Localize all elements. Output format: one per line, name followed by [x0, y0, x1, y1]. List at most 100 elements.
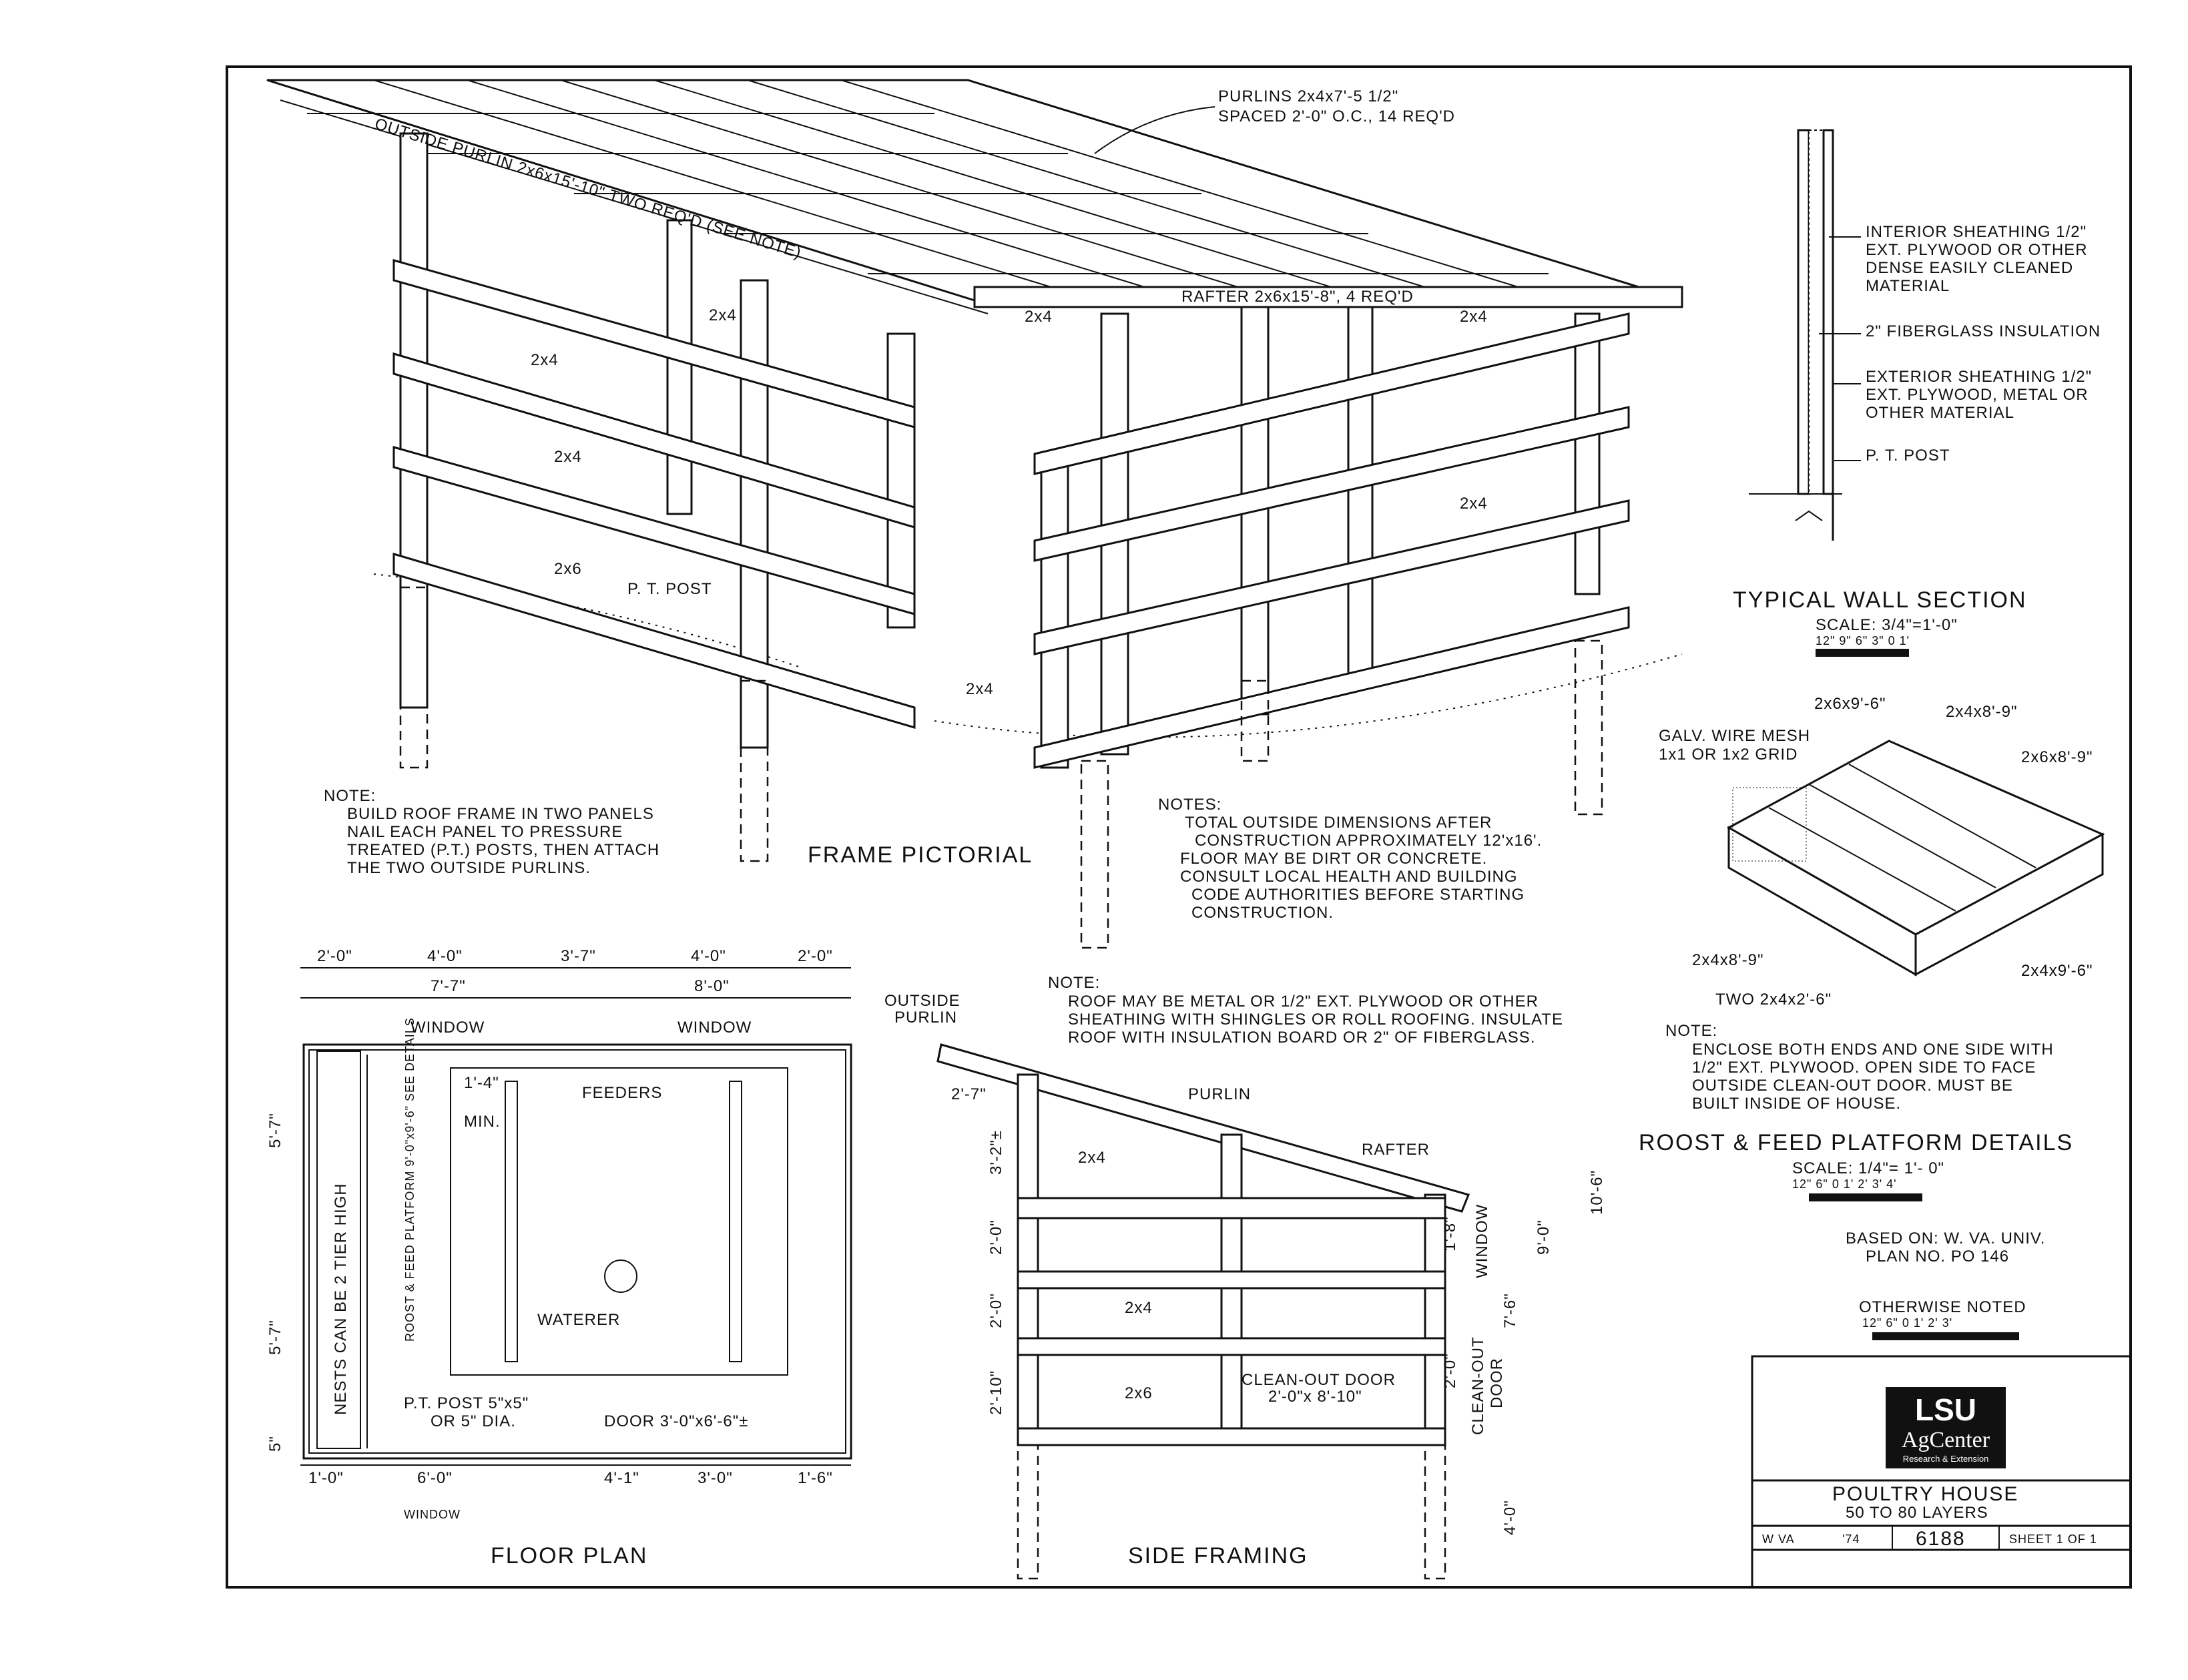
- title-block: LSU AgCenter Research & Extension POULTR…: [1751, 1355, 2132, 1589]
- project-title: POULTRY HOUSE: [1832, 1483, 2018, 1505]
- wall-section-title: TYPICAL WALL SECTION: [1733, 587, 2027, 613]
- roof-note-line: ROOF MAY BE METAL OR 1/2" EXT. PLYWOOD O…: [1068, 993, 1539, 1011]
- dim-right: 9'-0": [1535, 1219, 1553, 1255]
- dim-left: 5'-7": [266, 1113, 284, 1148]
- based-on-label: BASED ON: W. VA. UNIV.: [1846, 1229, 2045, 1247]
- dim-right: 2'-0": [1441, 1353, 1459, 1388]
- plan-number-label: PLAN NO. PO 146: [1866, 1247, 2009, 1266]
- girt-label-3: 2x4: [1460, 495, 1488, 513]
- outside-purlin-label: PURLIN: [894, 1009, 957, 1027]
- post-dia-label: OR 5" DIA.: [431, 1412, 516, 1430]
- dim-right: 7'-6": [1501, 1293, 1519, 1328]
- cleanout-door-size: 2'-0"x 8'-10": [1268, 1388, 1362, 1406]
- roof-note-line: NAIL EACH PANEL TO PRESSURE: [347, 823, 623, 841]
- plan-number: 6188: [1916, 1528, 1966, 1550]
- stud-label-2: 2x4: [1025, 308, 1053, 326]
- dim-right: 4'-0": [1501, 1500, 1519, 1535]
- girt-label-1: 2x4: [531, 351, 559, 369]
- notes-line: CODE AUTHORITIES BEFORE STARTING: [1191, 886, 1525, 904]
- year-label: '74: [1842, 1532, 1860, 1546]
- dim-top: 4'-0": [427, 947, 463, 965]
- roost-note-heading: NOTE:: [1665, 1022, 1717, 1040]
- logo-tagline: Research & Extension: [1903, 1454, 1989, 1464]
- notes-heading: NOTES:: [1158, 796, 1221, 814]
- purlins-spacing-label: SPACED 2'-0" O.C., 14 REQ'D: [1218, 107, 1455, 125]
- wall-section: INTERIOR SHEATHING 1/2" EXT. PLYWOOD OR …: [1733, 129, 2100, 657]
- floor-plan-title: FLOOR PLAN: [491, 1543, 647, 1569]
- side-2x6-label: 2x6: [1125, 1384, 1153, 1402]
- post-size-label: P.T. POST 5"x5": [404, 1394, 529, 1412]
- otherwise-scale-ticks: 12" 6" 0 1' 2' 3': [1862, 1316, 1952, 1330]
- sheet-border: [226, 65, 2132, 1589]
- roof-note-line: TREATED (P.T.) POSTS, THEN ATTACH: [347, 841, 659, 859]
- dim-top: 4'-0": [691, 947, 726, 965]
- roost-scale-ticks: 12" 6" 0 1' 2' 3' 4': [1792, 1177, 1897, 1191]
- side-2x4-label: 2x4: [1078, 1149, 1106, 1167]
- roof-note-heading: NOTE:: [324, 787, 376, 805]
- notes-line: FLOOR MAY BE DIRT OR CONCRETE.: [1180, 850, 1487, 868]
- wall-section-scale-ticks: 12" 9" 6" 3" 0 1': [1816, 634, 1910, 647]
- dim-right: 1'-8": [1441, 1216, 1459, 1251]
- dim-top: 2'-0": [798, 947, 833, 965]
- sheet-label: SHEET 1 OF 1: [2009, 1532, 2097, 1546]
- lsu-agcenter-logo: [1886, 1387, 2006, 1468]
- stud-label-1: 2x4: [709, 306, 737, 324]
- exterior-sheathing-label: OTHER MATERIAL: [1866, 404, 2014, 422]
- cleanout-side-label: DOOR: [1488, 1358, 1506, 1408]
- roost-member-label: 2x4x8'-9": [1692, 951, 1763, 969]
- dim-top: 2'-0": [317, 947, 352, 965]
- roof-note-line: THE TWO OUTSIDE PURLINS.: [347, 859, 591, 877]
- logo-sub: AgCenter: [1902, 1428, 1990, 1452]
- side-2x4-label: 2x4: [1125, 1299, 1153, 1317]
- roof-note-line: SHEATHING WITH SHINGLES OR ROLL ROOFING.…: [1068, 1011, 1563, 1029]
- dim-right: 10'-6": [1588, 1170, 1606, 1215]
- roost-title: ROOST & FEED PLATFORM DETAILS: [1639, 1130, 2073, 1155]
- roost-member-label: TWO 2x4x2'-6": [1715, 991, 1832, 1009]
- otherwise-noted-label: OTHERWISE NOTED: [1859, 1298, 2026, 1316]
- waterer-label: WATERER: [537, 1311, 620, 1329]
- roost-platform-label: ROOST & FEED PLATFORM 9'-0"x9'-6" SEE DE…: [403, 1017, 417, 1342]
- exterior-sheathing-label: EXTERIOR SHEATHING 1/2": [1866, 368, 2092, 386]
- dim-left: 5'-7": [266, 1320, 284, 1355]
- roof-note-heading: NOTE:: [1048, 974, 1100, 992]
- dim-left: 5": [266, 1436, 284, 1452]
- min-dim-label: 1'-4": [464, 1074, 499, 1092]
- window-label: WINDOW: [677, 1019, 752, 1037]
- dim-mid: 8'-0": [694, 977, 730, 995]
- interior-sheathing-label: INTERIOR SHEATHING 1/2": [1866, 223, 2087, 241]
- cleanout-door-label: CLEAN-OUT DOOR: [1242, 1371, 1396, 1389]
- window-bottom-label: WINDOW: [404, 1508, 461, 1521]
- project-subtitle: 50 TO 80 LAYERS: [1846, 1504, 1988, 1522]
- girt-label-2: 2x4: [554, 448, 582, 466]
- dim-left: 3'-2"±: [987, 1130, 1005, 1175]
- roost-member-label: 2x4x8'-9": [1946, 703, 2017, 721]
- side-framing-title: SIDE FRAMING: [1128, 1543, 1308, 1569]
- roost-note-line: 1/2" EXT. PLYWOOD. OPEN SIDE TO FACE: [1692, 1059, 2036, 1077]
- notes-line: CONSTRUCTION APPROXIMATELY 12'x16'.: [1195, 832, 1542, 850]
- side-framing: NOTE: ROOF MAY BE METAL OR 1/2" EXT. PLY…: [884, 974, 1606, 1580]
- purlin-label: PURLIN: [1188, 1085, 1251, 1103]
- notes-line: CONSTRUCTION.: [1191, 904, 1334, 922]
- wire-mesh-grid-label: 1x1 OR 1x2 GRID: [1659, 746, 1798, 764]
- dim-mid: 7'-7": [431, 977, 466, 995]
- roost-platform: 2x6x9'-6" 2x4x8'-9" 2x6x8'-9" GALV. WIRE…: [1639, 695, 2105, 1340]
- interior-sheathing-label: MATERIAL: [1866, 277, 1950, 295]
- notes-line: TOTAL OUTSIDE DIMENSIONS AFTER: [1185, 814, 1492, 832]
- stud-label-3: 2x4: [1460, 308, 1488, 326]
- sill-label: 2x6: [554, 560, 582, 578]
- dim-left: 2'-0": [987, 1219, 1005, 1255]
- roost-member-label: 2x6x8'-9": [2021, 748, 2093, 766]
- roof-note-line: ROOF WITH INSULATION BOARD OR 2" OF FIBE…: [1068, 1029, 1535, 1047]
- outside-purlin-label: OUTSIDE: [884, 992, 961, 1010]
- dim-left: 2'-10": [987, 1370, 1005, 1415]
- roost-member-label: 2x4x9'-6": [2021, 962, 2093, 980]
- min-label: MIN.: [464, 1113, 501, 1131]
- overhang-dim: 2'-7": [951, 1085, 987, 1103]
- rafter-label: RAFTER 2x6x15'-8", 4 REQ'D: [1181, 288, 1414, 306]
- post-label: P. T. POST: [627, 580, 712, 598]
- cleanout-side-label: CLEAN-OUT: [1469, 1336, 1487, 1435]
- dim-left: 2'-0": [987, 1293, 1005, 1328]
- interior-sheathing-label: DENSE EASILY CLEANED: [1866, 259, 2073, 277]
- roost-note-line: BUILT INSIDE OF HOUSE.: [1692, 1095, 1901, 1113]
